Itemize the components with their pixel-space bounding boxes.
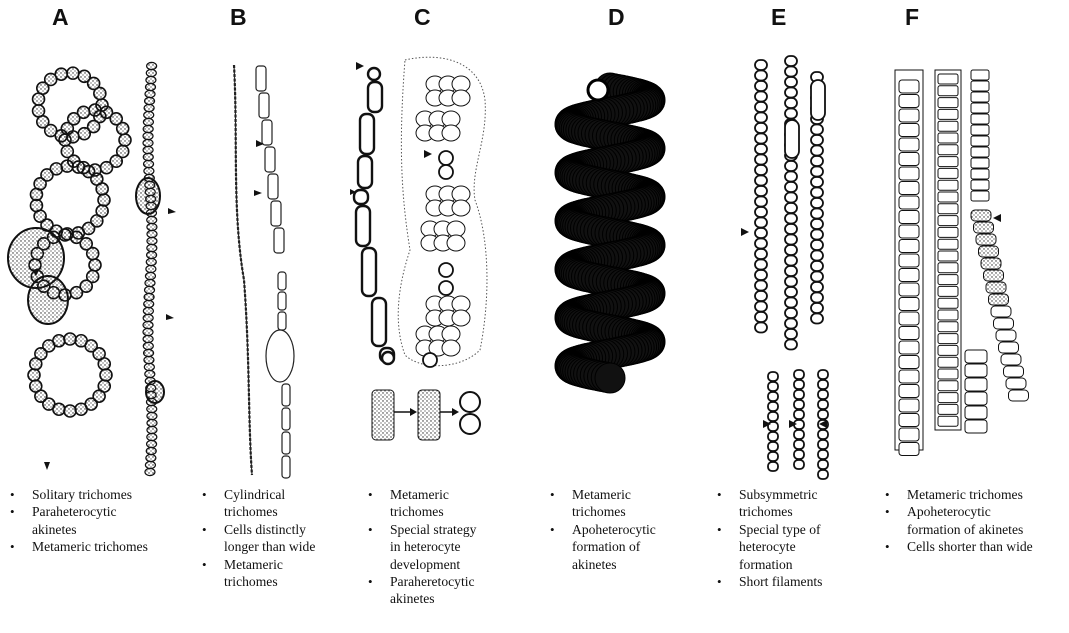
bullet-item: Paraheterocytic akinetes [10, 503, 190, 538]
bullet-item: Special strategy in heterocyte developme… [368, 521, 538, 573]
bullet-list-c: Metameric trichomes Special strategy in … [368, 486, 538, 608]
panel-letter-e: E [771, 4, 786, 31]
illustration-c-heterocyte-development [350, 40, 540, 480]
bullet-item: Cells distinctly longer than wide [202, 521, 352, 556]
illustration-e-subsymmetric-trichomes [715, 40, 875, 480]
panel-letter-d: D [608, 4, 625, 31]
panel-letter-b: B [230, 4, 247, 31]
illustration-b-cylindrical-trichome [190, 40, 350, 480]
bullet-list-b: Cylindrical trichomes Cells distinctly l… [202, 486, 352, 590]
bullet-item: Special type of heterocyte formation [717, 521, 875, 573]
panel-d: D Metameric trichomes Apoheterocytic for… [540, 0, 715, 633]
illustration-d-spiral-trichome [540, 40, 715, 480]
bullet-item: Solitary trichomes [10, 486, 190, 503]
panel-a: A Solitary trichomes Paraheterocytic aki… [0, 0, 190, 633]
panel-f: F Metameric trichomes Apoheterocytic for… [875, 0, 1069, 633]
bullet-item: Subsymmetric trichomes [717, 486, 875, 521]
bullet-list-d: Metameric trichomes Apoheterocytic forma… [550, 486, 710, 573]
bullet-item: Paraheretocytic akinetes [368, 573, 538, 608]
panel-c: C Metameric trichomes Special strategy i… [350, 0, 540, 633]
panel-e: E Subsymmetric trichomes Special type of… [715, 0, 875, 633]
bullet-item: Apoheterocytic formation of akinetes [885, 503, 1069, 538]
bullet-list-f: Metameric trichomes Apoheterocytic forma… [885, 486, 1069, 556]
panel-letter-a: A [52, 4, 69, 31]
bullet-item: Metameric trichomes [550, 486, 710, 521]
illustration-f-short-celled-trichomes [875, 40, 1069, 480]
bullet-list-e: Subsymmetric trichomes Special type of h… [717, 486, 875, 590]
bullet-item: Short filaments [717, 573, 875, 590]
bullet-item: Cylindrical trichomes [202, 486, 352, 521]
bullet-item: Metameric trichomes [10, 538, 190, 555]
heterocyte-stage-sequence [372, 390, 480, 440]
illustration-a-coiled-trichome [0, 40, 190, 480]
panel-letter-f: F [905, 4, 919, 31]
bullet-item: Cells shorter than wide [885, 538, 1069, 555]
bullet-item: Metameric trichomes [368, 486, 538, 521]
bullet-item: Metameric trichomes [885, 486, 1069, 503]
bullet-item: Apoheterocytic formation of akinetes [550, 521, 710, 573]
bullet-item: Metameric trichomes [202, 556, 352, 591]
bullet-list-a: Solitary trichomes Paraheterocytic akine… [10, 486, 190, 556]
panel-letter-c: C [414, 4, 431, 31]
panel-b: B Cylindrical trichomes Cells distinctly… [190, 0, 350, 633]
